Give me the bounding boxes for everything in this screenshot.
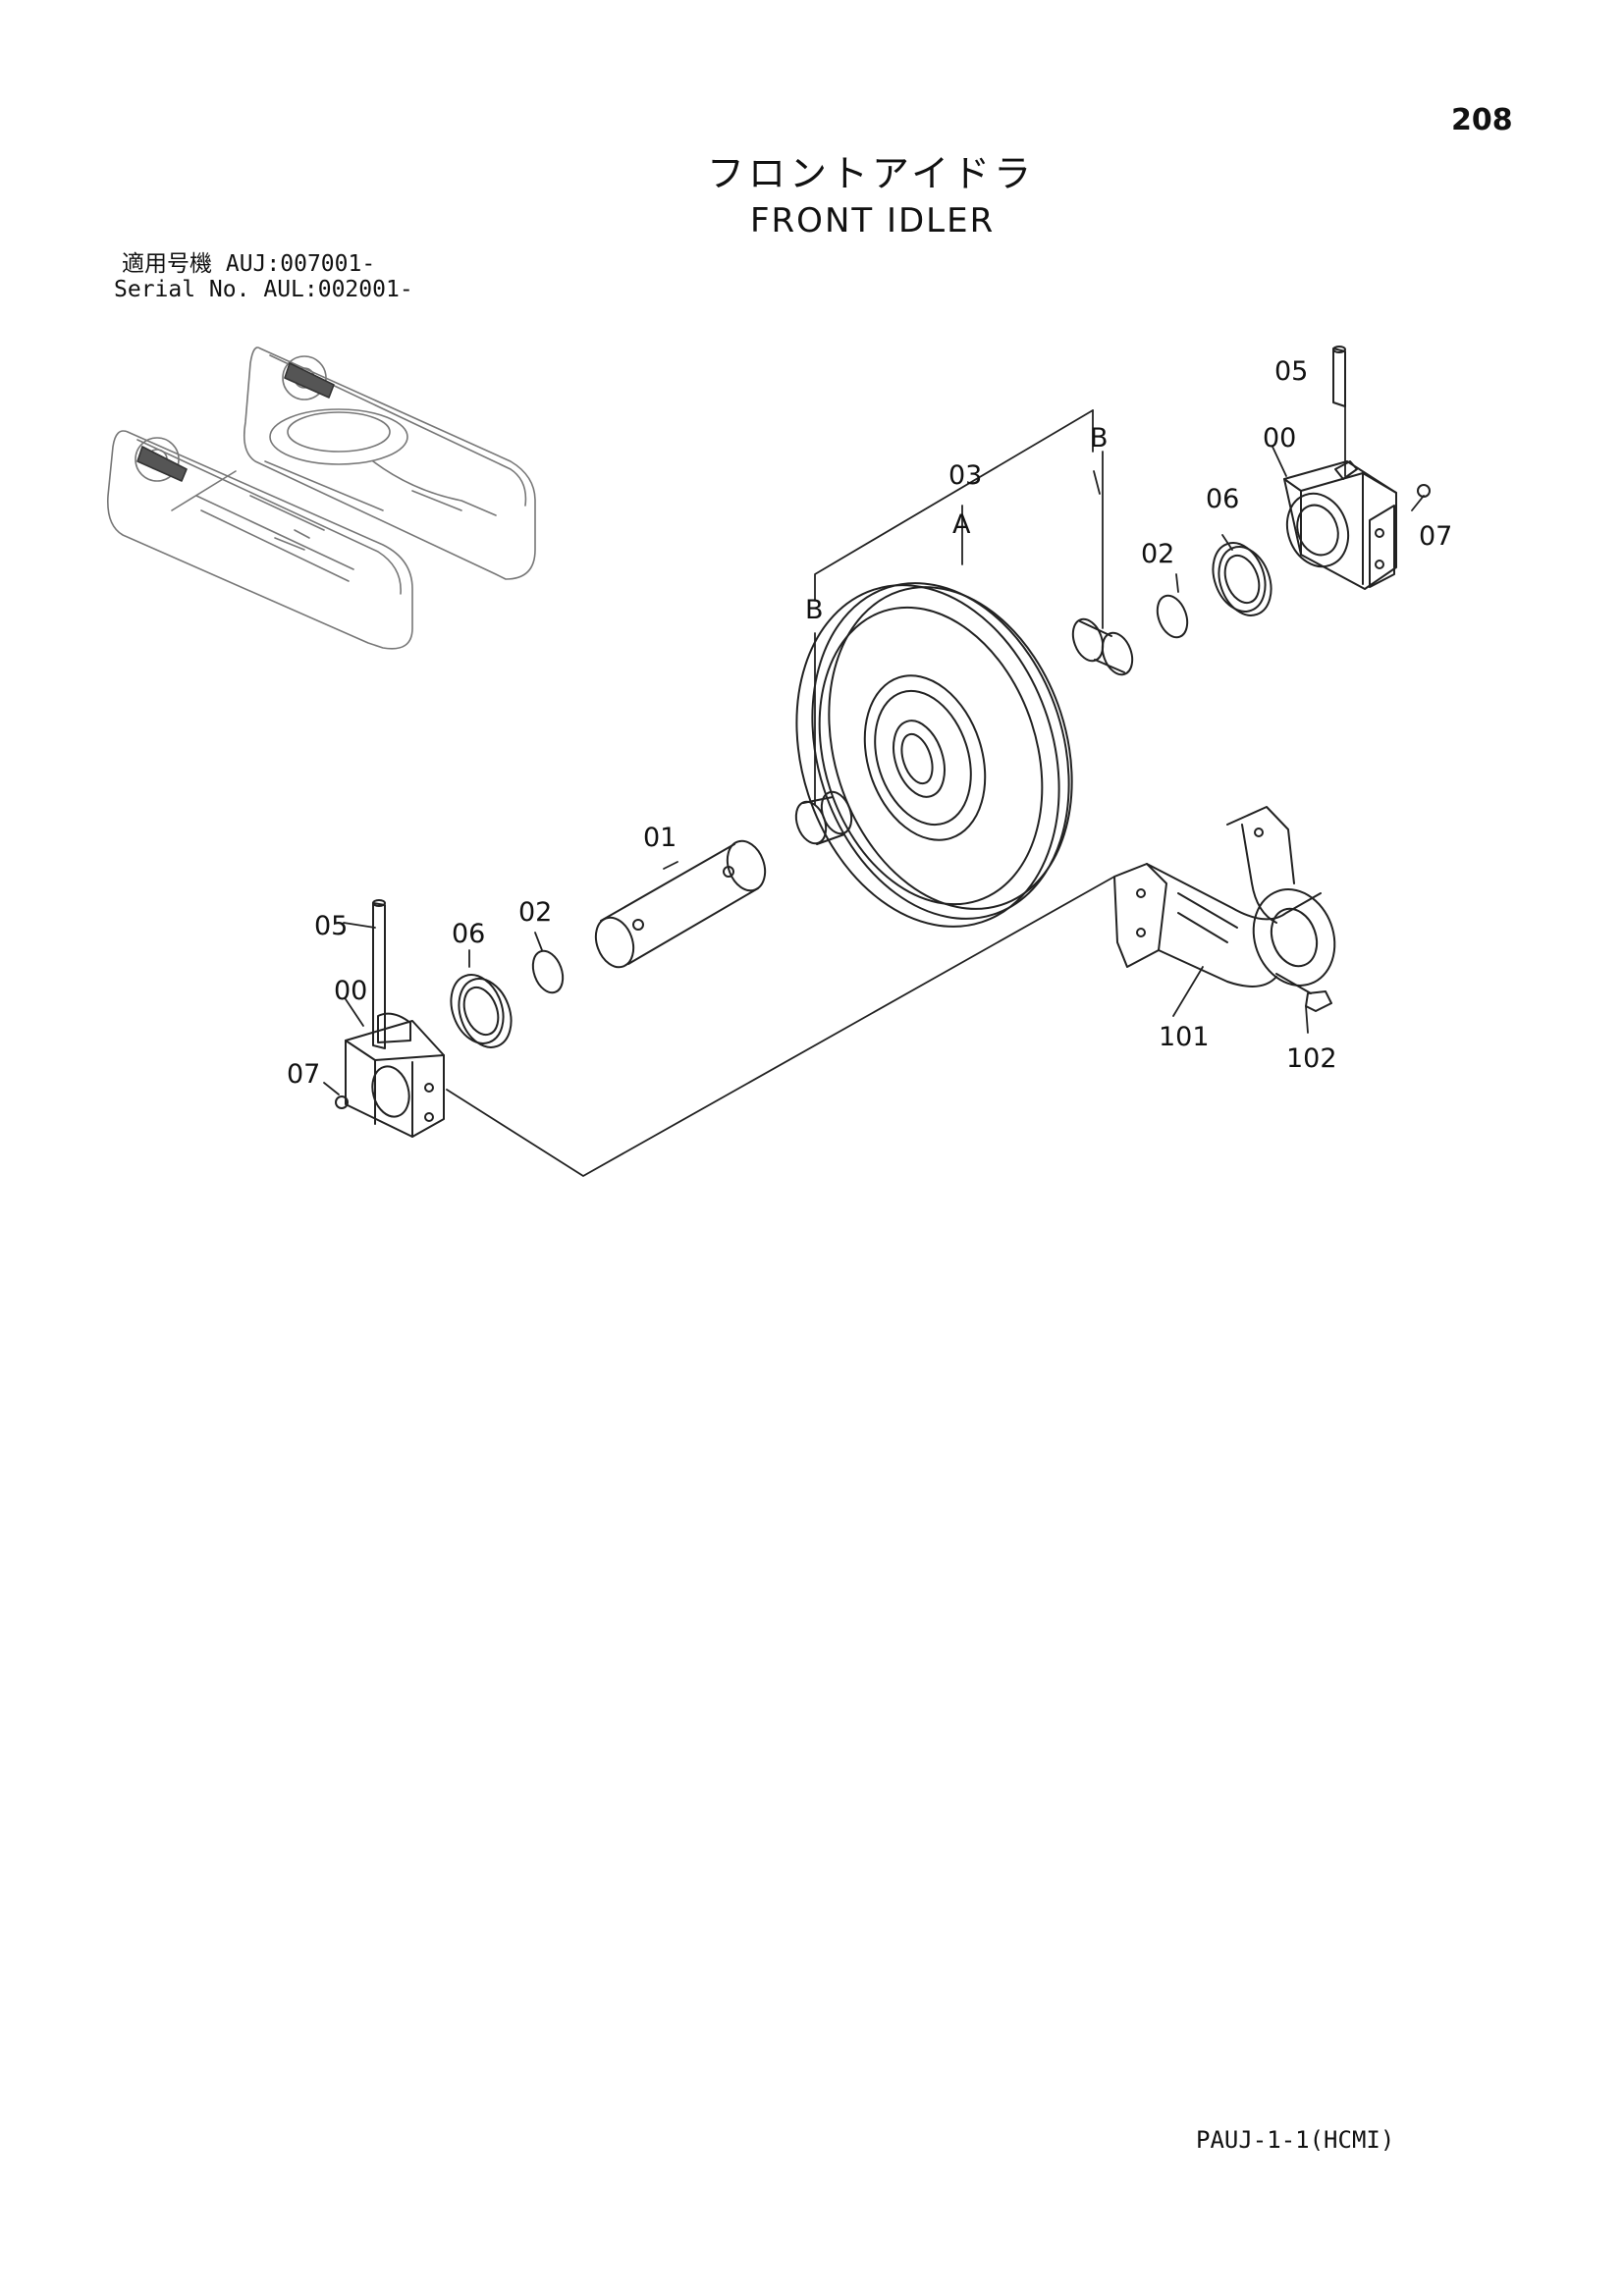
- page-title-english: FRONT IDLER: [750, 201, 996, 240]
- callout-oring-left: 02: [518, 897, 552, 928]
- screw-left: [335, 1095, 349, 1109]
- callout-screw-right: 07: [1419, 521, 1452, 552]
- callout-idler: 03: [948, 460, 982, 491]
- callout-bearing-right: 00: [1263, 423, 1296, 454]
- callout-bushing-right: B: [1090, 423, 1109, 454]
- oring-right: [1156, 594, 1189, 639]
- callout-pin-right: 05: [1274, 356, 1308, 387]
- callout-bushing-left: B: [805, 595, 824, 625]
- callout-screw-left: 07: [287, 1059, 320, 1090]
- callout-yoke: 101: [1159, 1022, 1210, 1052]
- callout-seal-left: 06: [452, 919, 485, 949]
- serial-value-auj: AUJ:007001-: [225, 251, 376, 277]
- serial-value-aul: AUL:002001-: [263, 277, 413, 302]
- reference-lines: [323, 367, 1425, 1177]
- callout-bolt: 102: [1286, 1043, 1337, 1074]
- callout-shaft: 01: [643, 823, 677, 853]
- screw-right: [1417, 484, 1431, 498]
- seal-right: [1212, 542, 1272, 616]
- pin-left: [372, 899, 386, 1049]
- seal-left: [450, 974, 513, 1048]
- bearing-left: [345, 1012, 445, 1138]
- idler-shaft: [594, 839, 767, 969]
- callout-seal-right: 06: [1206, 484, 1239, 514]
- bearing-right: [1283, 460, 1397, 590]
- oring-left: [531, 949, 565, 994]
- page-number: 208: [1451, 103, 1513, 137]
- undercarriage-overview-sketch: [106, 347, 536, 650]
- idler-yoke: [1113, 806, 1336, 988]
- callout-pin-left: 05: [314, 911, 348, 941]
- serial-label-en: Serial No.: [114, 277, 250, 302]
- bushing-right: [1071, 617, 1134, 676]
- serial-line-2: Serial No. AUL:002001-: [114, 279, 413, 301]
- callout-bearing-left: 00: [334, 976, 367, 1006]
- idler-wheel: [795, 582, 1073, 928]
- callout-idler-assembly: A: [952, 509, 971, 540]
- yoke-bolt: [1275, 973, 1332, 1012]
- pin-right: [1332, 346, 1346, 407]
- page-title-japanese: フロントアイドラ: [707, 152, 1036, 195]
- footer-code: PAUJ-1-1(HCMI): [1196, 2126, 1395, 2154]
- serial-label-jp: 適用号機: [122, 251, 212, 277]
- bushing-left: [794, 790, 853, 845]
- serial-line-1: 適用号機 AUJ:007001-: [122, 253, 375, 276]
- callout-oring-right: 02: [1141, 539, 1174, 569]
